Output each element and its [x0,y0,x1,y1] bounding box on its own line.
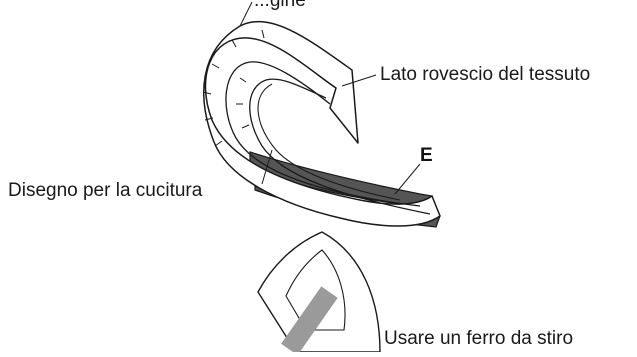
leader-marker [395,164,420,194]
fabric-wrong-side-label: Lato rovescio del tessuto [380,65,590,84]
marker-e-label: E [420,146,433,165]
sewing-pattern-label: Disegno per la cucitura [8,181,202,200]
seam-allowance-label: ...gine [254,0,306,10]
use-iron-label: Usare un ferro da stiro [384,329,573,348]
